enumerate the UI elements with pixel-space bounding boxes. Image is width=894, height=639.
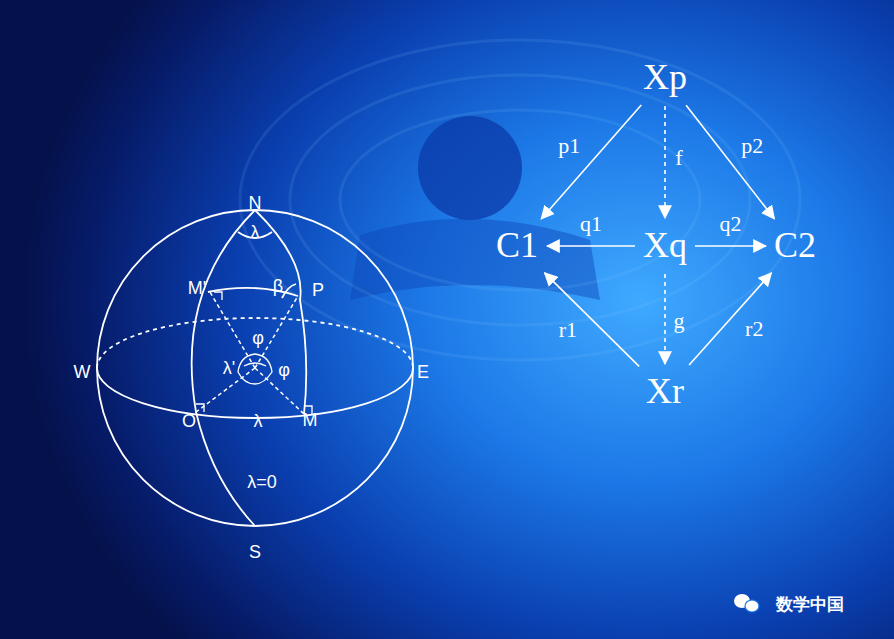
watermark: 数学中国	[776, 596, 844, 613]
morphism-arrow	[689, 273, 771, 365]
morphism-label: f	[675, 147, 682, 169]
morphism-arrow	[547, 245, 635, 247]
radius-lines	[196, 292, 304, 414]
morphism-label: p2	[741, 135, 763, 157]
morphism-arrow	[686, 105, 774, 219]
watermark-icon	[734, 594, 759, 612]
sphere-outline	[97, 210, 413, 526]
object-node: Xq	[639, 222, 691, 270]
pole-label: S	[249, 543, 261, 561]
pole-label: N	[249, 194, 262, 212]
angle-label: φ	[278, 361, 290, 379]
right-angle-marks	[196, 292, 312, 414]
angle-label: λ	[251, 223, 260, 241]
morphism-label: q1	[580, 213, 602, 235]
silhouette-head	[418, 116, 522, 220]
object-name: C2	[774, 226, 817, 266]
direction-label: E	[417, 363, 429, 381]
angle-label: λ'	[223, 359, 235, 377]
angle-label: λ	[254, 412, 263, 430]
object-node: C1	[492, 222, 543, 270]
object-node: Xp	[639, 54, 691, 102]
morphism-arrow	[541, 105, 641, 219]
angle-label: β	[273, 277, 283, 295]
background-arcs	[240, 40, 800, 360]
point-label: M'	[188, 279, 206, 297]
point-label: P	[312, 281, 324, 299]
point-label: M	[303, 411, 318, 429]
morphism-label: p1	[558, 135, 580, 157]
morphism-arrow	[695, 245, 766, 247]
object-node: C2	[770, 222, 821, 270]
meridian-p	[255, 210, 306, 414]
direction-label: W	[74, 363, 91, 381]
angle-arc-p	[282, 284, 296, 298]
angle-label: φ	[252, 329, 264, 347]
morphism-label: q2	[720, 213, 742, 235]
object-name: C1	[496, 226, 539, 266]
morphism-arrow	[664, 106, 666, 218]
object-name: Xp	[643, 58, 687, 98]
object-node: Xr	[642, 368, 688, 416]
morphism-arrow	[664, 274, 666, 364]
morphism-label: g	[674, 310, 685, 332]
object-name: Xr	[646, 372, 684, 412]
morphism-arrow	[545, 273, 640, 367]
center-angle-marks	[238, 354, 272, 384]
morphism-label: r1	[559, 319, 577, 341]
morphism-label: r2	[745, 318, 763, 340]
point-label: O	[182, 412, 196, 430]
equator-front	[97, 368, 413, 418]
meridian-label: λ=0	[247, 473, 277, 491]
object-name: Xq	[643, 226, 687, 266]
meridian-zero	[192, 210, 255, 526]
equator-back	[97, 318, 413, 368]
